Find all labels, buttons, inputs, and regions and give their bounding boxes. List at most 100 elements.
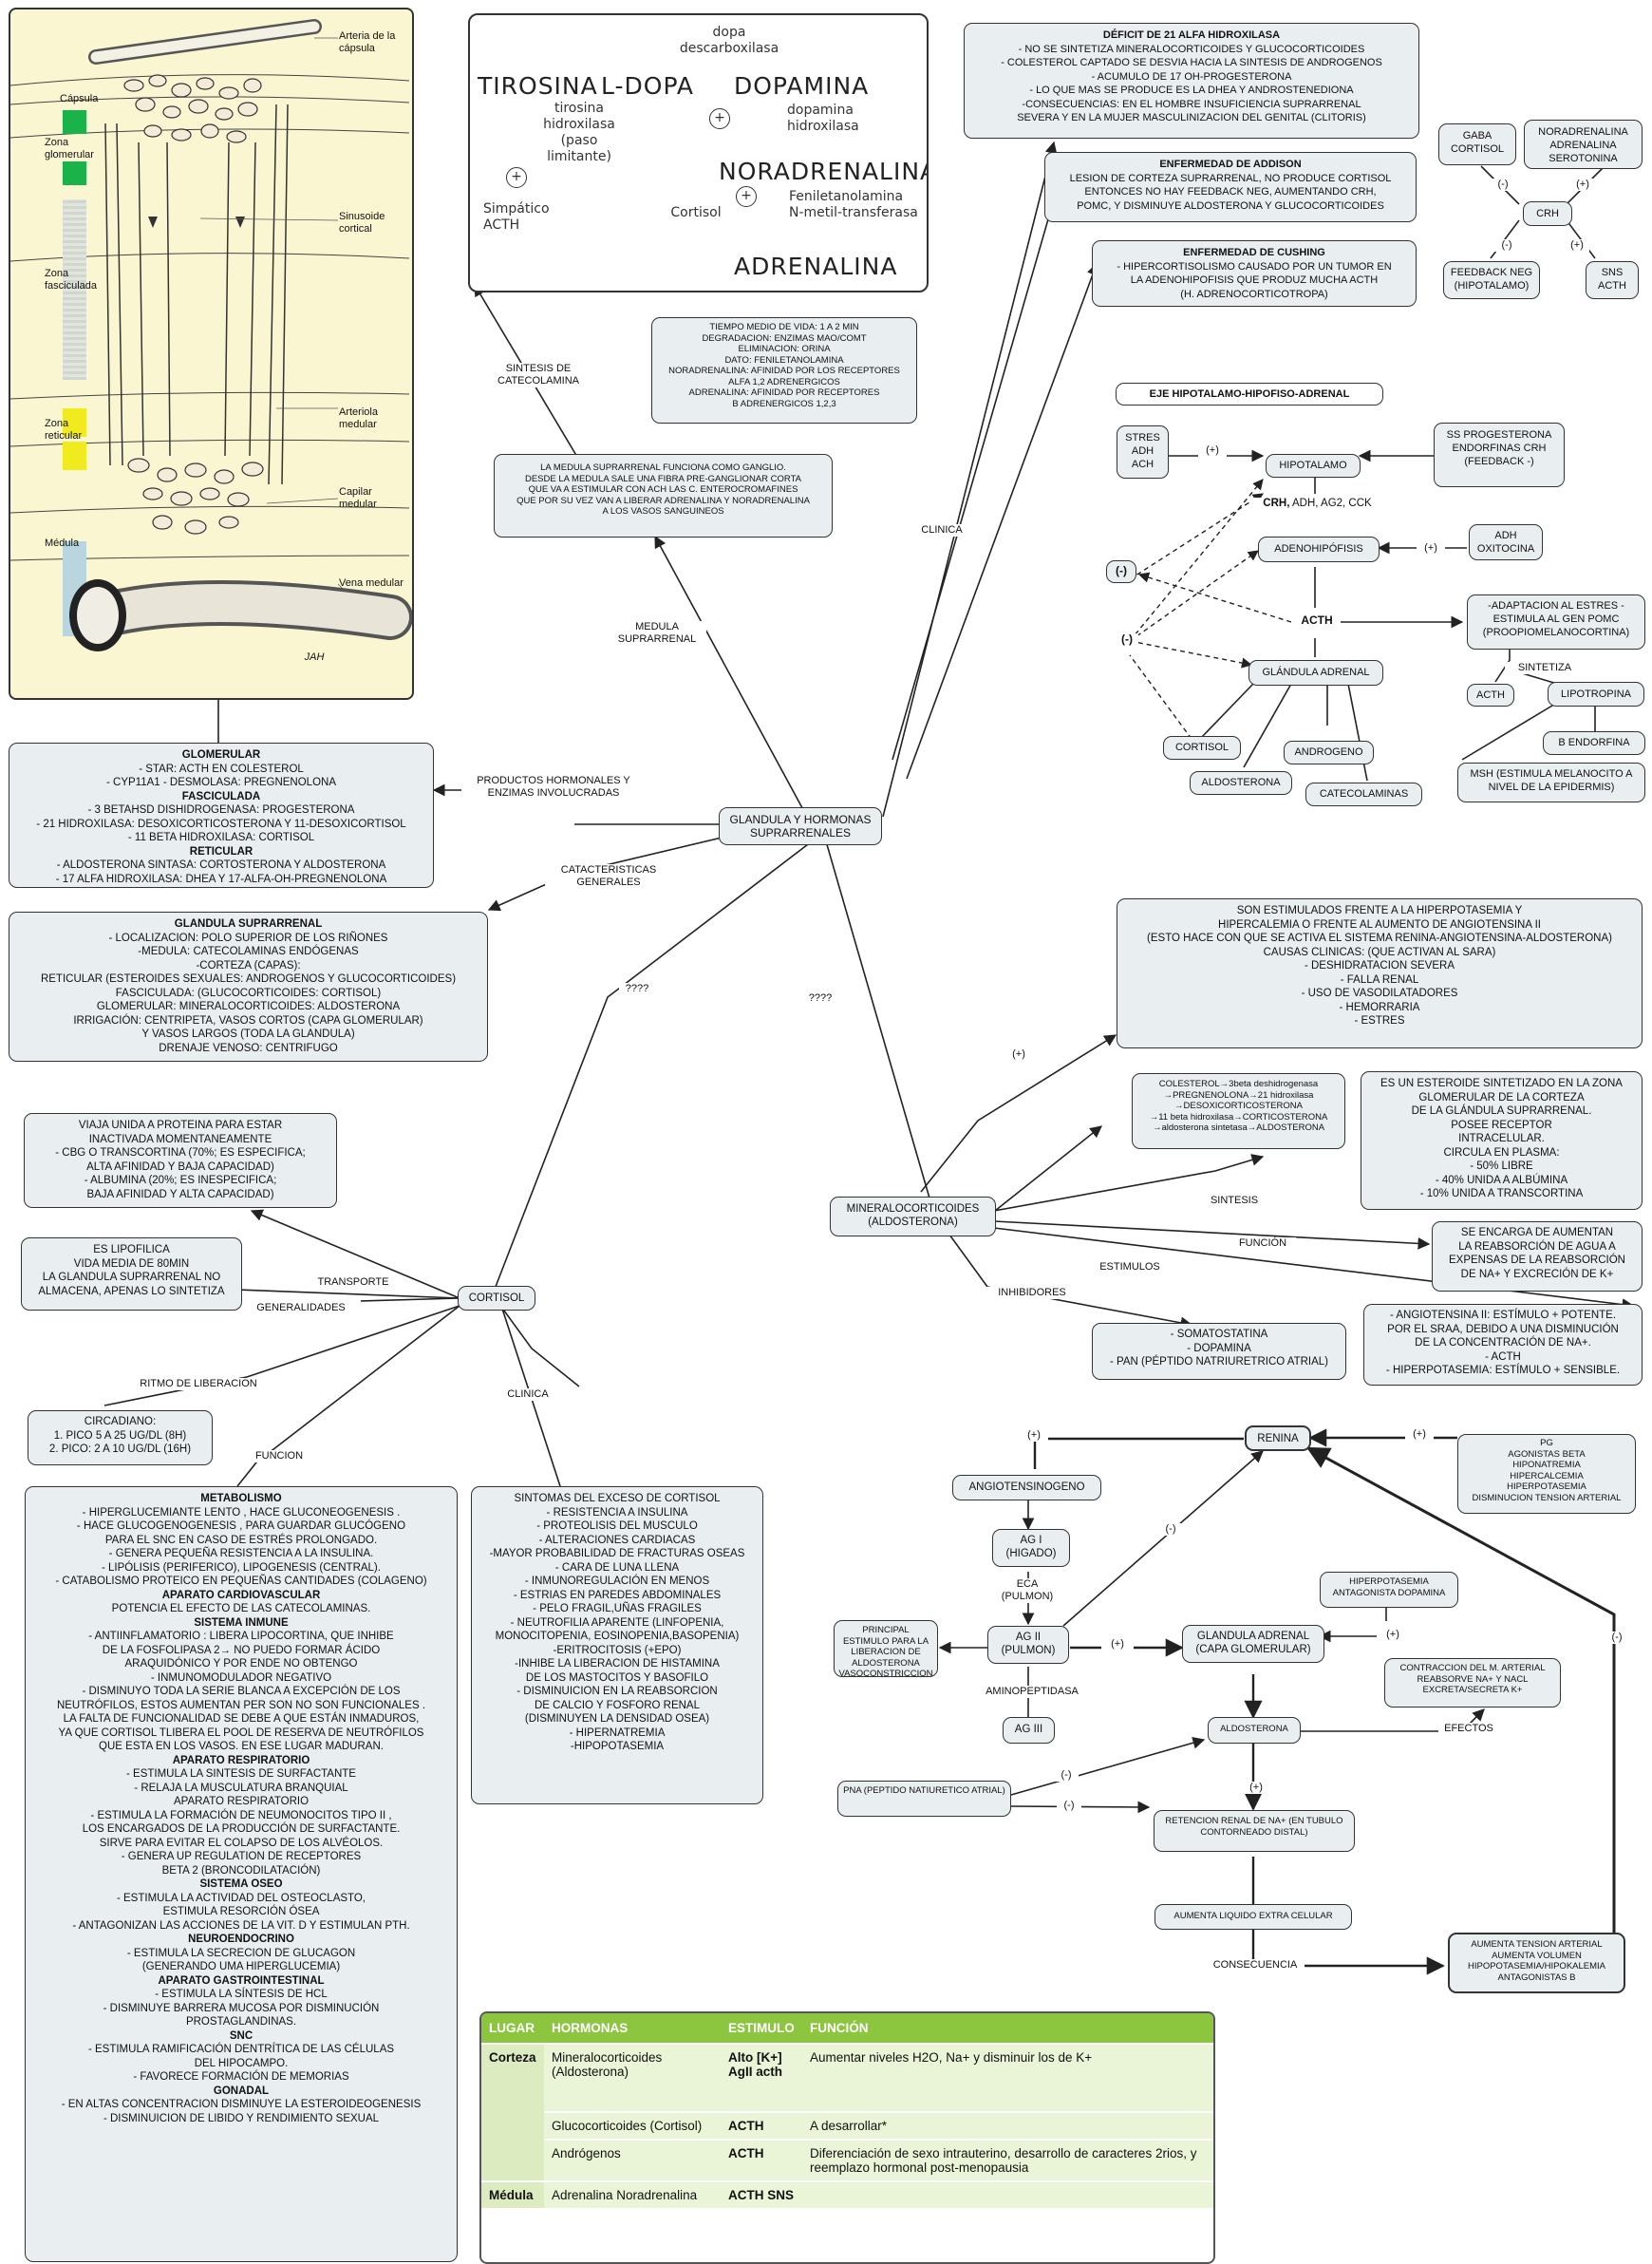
text-line: POR EL SRAA, DEBIDO A UNA DISMINUCIÓN xyxy=(1387,1323,1619,1335)
glandula-suprarrenal-box: GLANDULA SUPRARRENAL- LOCALIZACION: POLO… xyxy=(9,912,488,1062)
text-line: SNC xyxy=(229,2029,253,2042)
text-line: - ESTIMULA RAMIFICACIÓN DENTRÍTICA DE LA… xyxy=(87,2044,395,2055)
text-line: - RELAJA LA MUSCULATURA BRANQUIAL xyxy=(134,1782,348,1794)
raas-minus-4: (-) xyxy=(1605,1632,1629,1644)
text-line: FASCICULADA: (GLUCOCORTICOIDES: CORTISOL… xyxy=(115,987,382,999)
eje-plus-1: (+) xyxy=(1198,444,1227,457)
eje-cortisol-node[interactable]: CORTISOL xyxy=(1163,736,1241,760)
text-line: VIDA MEDIA DE 80MIN xyxy=(73,1257,190,1270)
text-line: - ANGIOTENSINA II: ESTÍMULO + POTENTE. xyxy=(1389,1310,1617,1321)
text-line: ALTA AFINIDAD Y BAJA CAPACIDAD) xyxy=(86,1160,274,1173)
text-line: APARATO CARDIOVASCULAR xyxy=(161,1589,321,1601)
text-line: - FALLA RENAL xyxy=(1340,973,1419,986)
text-line: - ALDOSTERONA SINTASA: CORTOSTERONA Y AL… xyxy=(56,859,386,871)
text-line: (GENERANDO UMA HIPERGLUCEMIA) xyxy=(141,1961,341,1972)
feedback-neg-node[interactable]: FEEDBACK NEG (HIPOTALAMO) xyxy=(1443,261,1540,299)
generalidades-label: GENERALIDADES xyxy=(247,1302,355,1314)
crh-plus-1: (+) xyxy=(1570,179,1595,191)
glandula-adrenal-node[interactable]: GLÁNDULA ADRENAL xyxy=(1248,660,1383,686)
text-line: - PAN (PÉPTIDO NATRIURETRICO ATRIAL) xyxy=(1109,1356,1329,1368)
contraccion-node[interactable]: CONTRACCION DEL M. ARTERIAL REABSORVE NA… xyxy=(1384,1658,1561,1707)
text-line: - 21 HIDROXILASA: DESOXICORTICOSTERONA Y… xyxy=(36,818,406,830)
raas-plus-5: (+) xyxy=(1240,1782,1272,1794)
efectos-label: EFECTOS xyxy=(1438,1723,1499,1735)
table-header-row: LUGAR HORMONAS ESTIMULO FUNCIÓN xyxy=(481,2013,1213,2044)
cell-hormona: Adrenalina Noradrenalina xyxy=(544,2180,721,2208)
sintesis-label: SINTESIS xyxy=(1198,1195,1270,1207)
hipotalamo-node[interactable]: HIPOTALAMO xyxy=(1266,454,1361,478)
ag3-node[interactable]: AG III xyxy=(1003,1717,1055,1744)
ag1-node[interactable]: AG I (HIGADO) xyxy=(992,1529,1070,1567)
label-glomerular: Zona glomerular xyxy=(45,137,94,160)
box-title: DÉFICIT DE 21 ALFA HIDROXILASA xyxy=(1102,29,1281,41)
text-line: DRENAJE VENOSO: CENTRIFUGO xyxy=(159,1042,338,1054)
label-capilar: Capilar medular xyxy=(339,486,377,510)
text-line: - CBG O TRANSCORTINA (70%; ES ESPECIFICA… xyxy=(55,1147,306,1159)
lipotropina-node[interactable]: LIPOTROPINA xyxy=(1548,682,1644,707)
b-endorfina-node[interactable]: B ENDORFINA xyxy=(1543,731,1645,755)
cortisol-node[interactable]: CORTISOL xyxy=(458,1286,535,1311)
box-title: ENFERMEDAD DE CUSHING xyxy=(1183,247,1325,258)
text-line: SISTEMA OSEO xyxy=(199,1878,283,1890)
gaba-cortisol-node[interactable]: GABA CORTISOL xyxy=(1438,123,1516,165)
raas-plus-4: (+) xyxy=(1377,1629,1409,1641)
text-line: - ALBUMINA (20%; ES INESPECIFICA; xyxy=(84,1175,277,1186)
stres-node[interactable]: STRES ADH ACH xyxy=(1117,425,1169,479)
text-line: SON ESTIMULADOS FRENTE A LA HIPERPOTASEM… xyxy=(1236,905,1523,916)
renina-node[interactable]: RENINA xyxy=(1245,1425,1311,1451)
acth-small-node[interactable]: ACTH xyxy=(1467,684,1514,707)
cell-funcion: Diferenciación de sexo intrauterino, des… xyxy=(802,2139,1213,2181)
aminopeptidasa-label: AMINOPEPTIDASA xyxy=(968,1686,1096,1698)
text-line: DE LA GLÁNDULA SUPRARRENAL. xyxy=(1411,1105,1592,1117)
text-line: APARATO GASTROINTESTINAL xyxy=(158,1974,325,1987)
text-line: - ACTH xyxy=(1485,1350,1521,1363)
tirosina-label: TIROSINA xyxy=(478,72,598,100)
sintomas-cortisol-box: SINTOMAS DEL EXCESO DE CORTISOL - RESIST… xyxy=(471,1486,763,1804)
crh-node[interactable]: CRH xyxy=(1523,201,1572,226)
eje-aldosterona-node[interactable]: ALDOSTERONA xyxy=(1190,771,1292,795)
adaptacion-node[interactable]: -ADAPTACION AL ESTRES -ESTIMULA AL GEN P… xyxy=(1467,594,1645,650)
hormonas-table: LUGAR HORMONAS ESTIMULO FUNCIÓN Corteza … xyxy=(479,2011,1215,2264)
sns-acth-node[interactable]: SNS ACTH xyxy=(1586,261,1639,299)
ag2-node[interactable]: AG II (PULMON) xyxy=(987,1626,1069,1664)
hiperpotasemia-node[interactable]: HIPERPOTASEMIA ANTAGONISTA DOPAMINA xyxy=(1320,1572,1458,1608)
msh-node[interactable]: MSH (ESTIMULA MELANOCITO A NIVEL DE LA E… xyxy=(1457,763,1645,802)
text-line: - NEUTROFILIA APARENTE (LINFOPENIA, xyxy=(510,1616,724,1629)
ss-node[interactable]: SS PROGESTERONA ENDORFINAS CRH (FEEDBACK… xyxy=(1434,423,1565,487)
tension-node[interactable]: AUMENTA TENSION ARTERIAL AUMENTA VOLUMEN… xyxy=(1448,1933,1625,1993)
mineralocorticoides-node[interactable]: MINERALOCORTICOIDES (ALDOSTERONA) xyxy=(830,1197,996,1236)
text-line: TIEMPO MEDIO DE VIDA: 1 A 2 MIN xyxy=(709,322,859,332)
text-line: BETA 2 (BRONCODILATACIÓN) xyxy=(161,1864,321,1877)
liquido-node[interactable]: AUMENTA LIQUIDO EXTRA CELULAR xyxy=(1155,1904,1352,1930)
angiotensinogeno-node[interactable]: ANGIOTENSINOGENO xyxy=(952,1475,1101,1500)
pna-node[interactable]: PNA (PEPTIDO NATIURETICO ATRIAL) xyxy=(837,1781,1011,1817)
noradrenalina-node[interactable]: NORADRENALINA ADRENALINA SEROTONINA xyxy=(1524,120,1643,169)
retencion-node[interactable]: RETENCION RENAL DE NA+ (EN TUBULO CONTOR… xyxy=(1154,1810,1355,1852)
unknown-branch-label-2: ???? xyxy=(802,992,838,1005)
text-line: ALFA 1,2 ADRENERGICOS xyxy=(728,376,840,387)
center-node[interactable]: GLANDULA Y HORMONAS SUPRARRENALES xyxy=(719,807,882,845)
text-line: -INHIBE LA LIBERACION DE HISTAMINA xyxy=(515,1658,720,1670)
eje-catecolaminas-node[interactable]: CATECOLAMINAS xyxy=(1305,783,1422,806)
text-line: - ESTIMULA LA ACTIVIDAD DEL OSTEOCLASTO, xyxy=(116,1892,366,1904)
text-line: - ESTIMULA LA SINTESIS DE SURFACTANTE xyxy=(126,1768,356,1780)
text-line: MONOCITOPENIA, EOSINOPENIA,BASOPENIA) xyxy=(495,1631,740,1642)
text-line: ADRENALINA: AFINIDAD POR RECEPTORES xyxy=(688,387,880,398)
text-line: - 3 BETAHSD DISHIDROGENASA: PROGESTERONA xyxy=(87,804,355,816)
adh-oxitocina-node[interactable]: ADH OXITOCINA xyxy=(1469,524,1543,560)
androgeno-node[interactable]: ANDROGENO xyxy=(1284,741,1374,764)
sintetiza-label: SINTETIZA xyxy=(1505,662,1585,674)
eje-minus-2: (-) xyxy=(1116,633,1138,646)
box-title: ENFERMEDAD DE ADDISON xyxy=(1159,159,1302,170)
text-line: - DESHIDRATACION SEVERA xyxy=(1304,960,1455,972)
glandula-glomerular-node[interactable]: GLANDULA ADRENAL (CAPA GLOMERULAR) xyxy=(1182,1625,1324,1663)
text-line: -CORTEZA (CAPAS): xyxy=(196,959,301,972)
text-line: - COLESTEROL CAPTADO SE DESVIA HACIA LA … xyxy=(1001,57,1382,68)
aldosterona-node[interactable]: ALDOSTERONA xyxy=(1208,1717,1301,1744)
text-line: CIRCULA EN PLASMA: xyxy=(1443,1146,1560,1159)
adenohipofisis-node[interactable]: ADENOHIPÓFISIS xyxy=(1258,537,1380,562)
th-funcion: FUNCIÓN xyxy=(802,2013,1213,2044)
text-line: INTRACELULAR. xyxy=(1458,1133,1545,1144)
principal-estimulo-node[interactable]: PRINCIPAL ESTIMULO PARA LA LIBERACION DE… xyxy=(834,1620,938,1677)
